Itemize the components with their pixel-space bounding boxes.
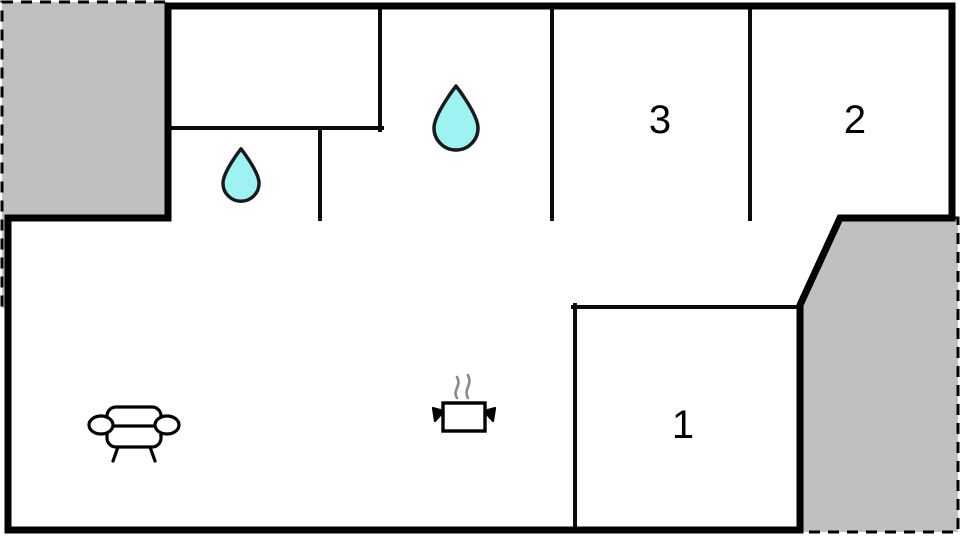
water-drop-shape bbox=[432, 84, 480, 152]
room-label-3: 3 bbox=[649, 98, 671, 142]
steam-line-left bbox=[454, 375, 460, 400]
sofa-armrest-left bbox=[87, 414, 115, 436]
pot-handle-right bbox=[482, 406, 497, 423]
water-drop-shape bbox=[221, 147, 261, 203]
building-floor bbox=[8, 6, 952, 530]
pot-body bbox=[441, 401, 487, 433]
room-labels-group: 1 2 3 bbox=[649, 98, 866, 447]
outer-walls-group bbox=[4, 2, 956, 534]
sofa-leg-left bbox=[111, 445, 120, 463]
sofa-back bbox=[105, 405, 163, 438]
room-label-2: 2 bbox=[844, 98, 866, 142]
sofa-leg-right bbox=[148, 445, 157, 463]
sofa-icon bbox=[87, 405, 181, 463]
building-outer-wall bbox=[4, 2, 956, 534]
building-floor-group bbox=[8, 6, 952, 530]
room-label-1: 1 bbox=[672, 403, 694, 447]
terrace-right-area bbox=[798, 216, 960, 534]
water-drop-icon bbox=[432, 84, 480, 152]
sofa-armrest-right bbox=[153, 414, 181, 436]
cooking-pot-icon bbox=[431, 373, 497, 433]
water-drop-icon bbox=[221, 147, 261, 203]
pot-handle-left bbox=[431, 406, 446, 423]
interior-walls-group bbox=[166, 4, 803, 533]
sofa-seat bbox=[105, 422, 163, 449]
steam-line-right bbox=[465, 373, 471, 400]
